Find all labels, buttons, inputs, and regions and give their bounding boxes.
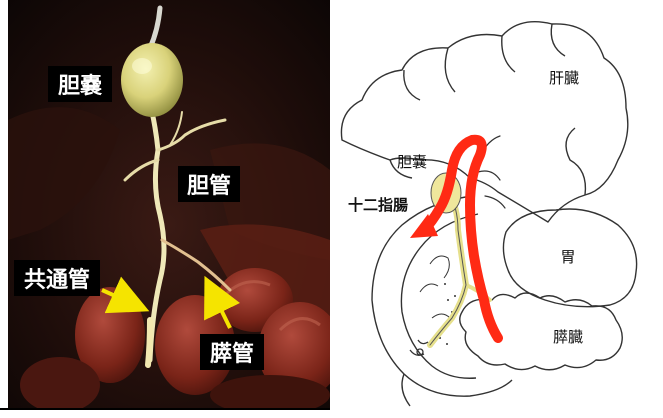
specimen-photo: 胆嚢 胆管 共通管 膵管 — [8, 0, 342, 414]
diagram-gallbladder-label: 胆嚢 — [397, 153, 427, 171]
diagram-duodenum-label: 十二指腸 — [348, 196, 408, 214]
diagram-pancreas-label: 膵臓 — [553, 328, 583, 346]
photo-label-bile-duct: 胆管 — [178, 166, 240, 202]
photo-common-channel-text: 共通管 — [24, 267, 90, 293]
photo-label-common-channel: 共通管 — [14, 260, 100, 296]
photo-pancreatic-duct-text: 膵管 — [210, 341, 254, 367]
anatomy-diagram: 肝臓 胆嚢 十二指腸 胃 膵臓 — [334, 2, 654, 412]
photo-gallbladder-text: 胆嚢 — [58, 74, 102, 99]
diagram-liver-label: 肝臓 — [549, 69, 579, 87]
diagram-stomach-label: 胃 — [560, 248, 575, 266]
photo-label-gallbladder: 胆嚢 — [48, 66, 112, 102]
photo-bile-duct-text: 胆管 — [187, 173, 231, 199]
gallbladder-specimen — [121, 43, 183, 117]
photo-label-pancreatic-duct: 膵管 — [200, 334, 264, 370]
